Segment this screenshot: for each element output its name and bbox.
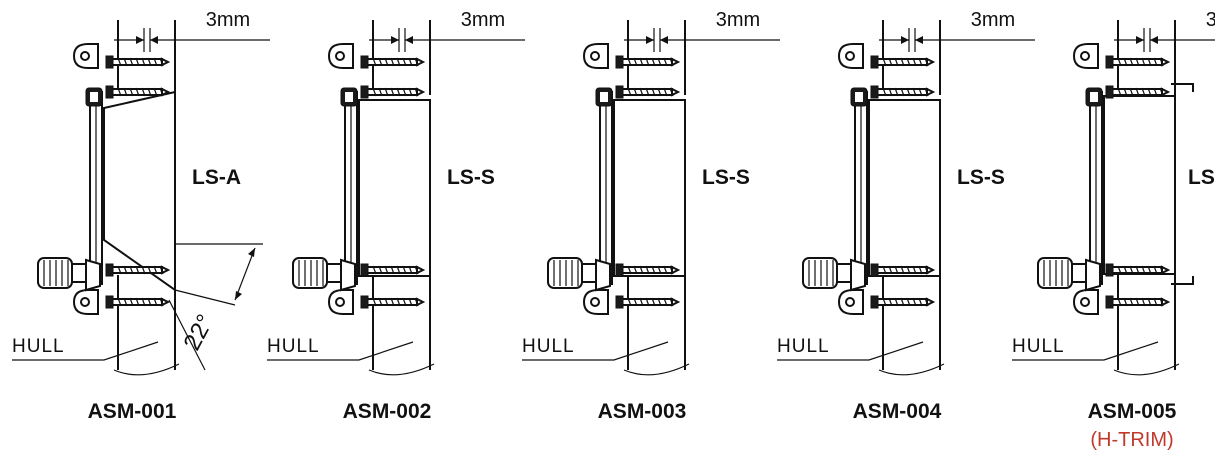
model-label: ASM-005 — [1088, 400, 1177, 423]
model-label: ASM-003 — [598, 400, 687, 423]
sleeve-label: LS-H — [1188, 166, 1215, 189]
dimension-label: 3mm — [206, 9, 250, 31]
sleeve-shape — [358, 99, 431, 277]
model-label: ASM-002 — [343, 400, 432, 423]
dimension-label: 3mm — [1206, 9, 1215, 31]
hull-label: HULL — [777, 336, 830, 357]
angle-label: 22° — [178, 310, 219, 355]
sleeve-shape — [103, 90, 176, 292]
dimension-label: 3mm — [716, 9, 760, 31]
model-label: ASM-004 — [853, 400, 942, 423]
hull-label: HULL — [1012, 336, 1065, 357]
hull-label: HULL — [522, 336, 575, 357]
hull-label: HULL — [12, 336, 65, 357]
sleeve-shape — [613, 99, 686, 277]
sleeve-label: LS-A — [192, 166, 241, 189]
sleeve-label: LS-S — [447, 166, 495, 189]
dimension-label: 3mm — [461, 9, 505, 31]
sleeve-shape — [868, 99, 941, 277]
sleeve-label: LS-S — [702, 166, 750, 189]
dimension-label: 3mm — [971, 9, 1015, 31]
model-label: ASM-001 — [88, 400, 177, 423]
sleeve-label: LS-S — [957, 166, 1005, 189]
model-subtitle: (H-TRIM) — [1090, 429, 1173, 451]
hull-label: HULL — [267, 336, 320, 357]
sleeve-shape — [1103, 95, 1176, 275]
